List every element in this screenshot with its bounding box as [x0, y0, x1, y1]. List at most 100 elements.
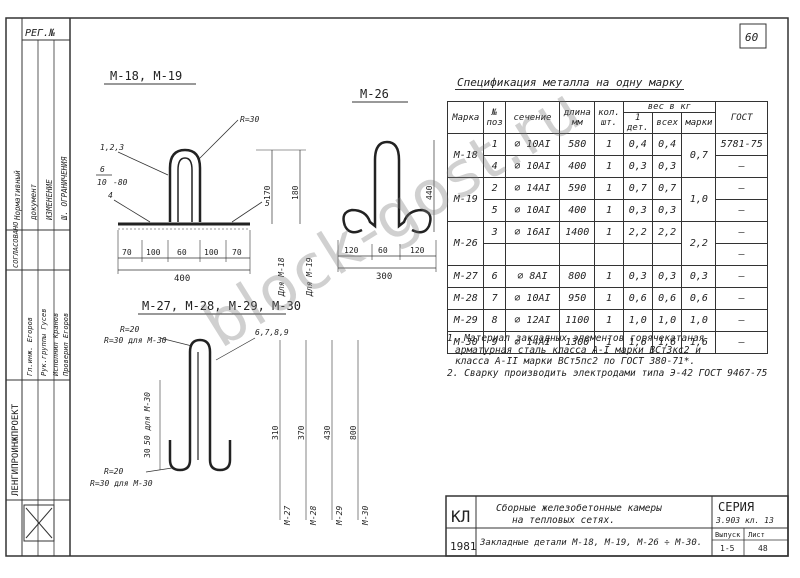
sheet-number: 60: [745, 31, 759, 44]
cell-v1: 1,0: [622, 309, 653, 332]
cell-gost: —: [715, 331, 768, 354]
m26-bar: [342, 140, 432, 234]
dim-440: 440: [425, 185, 434, 200]
dim-m26-3: 120: [410, 246, 425, 255]
cell-v1: 0,3: [622, 155, 653, 178]
tb-vypusk-label: Выпуск: [715, 531, 741, 539]
dim-400: 400: [174, 274, 190, 284]
mark-6789: 6,7,8,9: [255, 328, 289, 337]
tb-title-2: на тепловых сетях.: [512, 515, 615, 526]
frac-den: 10: [97, 178, 107, 187]
dim-m26-2: 60: [378, 246, 388, 255]
dim-m18-4: 100: [204, 248, 219, 257]
cell-kol: 1: [594, 309, 624, 332]
cell-vall: 0,3: [651, 155, 683, 178]
cell-gost: 5781-75: [715, 133, 768, 156]
cell-gost: —: [715, 177, 768, 200]
cell-poz: 1: [483, 133, 506, 156]
cell-vall: 2,2: [651, 221, 683, 244]
notes: 1. Материал закладных элементов горячека…: [447, 333, 777, 379]
label-dlya-m19: Для М-19: [305, 257, 314, 297]
cell-poz: 9: [483, 331, 506, 354]
tb-list-value: 48: [758, 544, 768, 553]
outer-frame: [5, 17, 789, 557]
label-m26: М-26: [360, 87, 389, 101]
note-line-4: 2. Сварку производить электродами типа Э…: [447, 367, 768, 379]
r30-m30-top: R=30 для М-30: [104, 336, 167, 345]
cell-sech: [504, 243, 561, 266]
sidebar-label-3: ИЗМЕНЕНИЕ: [45, 179, 54, 221]
mark-5: 5: [265, 199, 270, 208]
th-marki: марки: [681, 112, 717, 134]
tb-list-label: Лист: [748, 531, 765, 539]
cell-vm: 1,6: [681, 331, 717, 354]
cell-poz: 8: [483, 309, 506, 332]
sidebar-label-4: Ш. ОГРАНИЧЕНИЯ: [60, 156, 69, 221]
cell-gost: —: [715, 243, 768, 266]
cell-vm: 1,0: [681, 309, 717, 332]
dim-180: 180: [291, 185, 300, 200]
th-odn: 1 дет.: [622, 112, 653, 134]
cell-vall: [651, 243, 683, 266]
cell-v1: 0,3: [622, 265, 653, 288]
m18-hairpin-bar: [168, 148, 202, 222]
note-line-1: 1. Материал закладных элементов горячека…: [447, 333, 705, 344]
cell-marka: М-30: [446, 331, 485, 354]
cell-gost: —: [715, 287, 768, 310]
cell-marka: М-29: [446, 309, 485, 332]
label-m27-m30: М-27, М-28, М-29, М-30: [142, 299, 301, 313]
staff-row-3: Исполнил Кранов: [52, 313, 60, 377]
frac-suffix: -80: [113, 178, 128, 187]
cell-len: 1100: [559, 309, 596, 332]
cell-kol: 1: [594, 221, 624, 244]
cell-vm: 0,7: [681, 133, 717, 178]
cell-len: 400: [559, 155, 596, 178]
cell-vall: 0,3: [651, 265, 683, 288]
spec-table: Марка № поз сечение длина мм кол. шт. ве…: [446, 101, 768, 354]
reg-label: РЕГ.№: [25, 28, 55, 39]
cell-marka: М-19: [446, 177, 485, 222]
cell-gost: —: [715, 155, 768, 178]
r20-top: R=20: [120, 325, 139, 334]
cell-gost: —: [715, 221, 768, 244]
cell-poz: 3: [483, 221, 506, 244]
cell-v1: [622, 243, 653, 266]
cell-sech: ⌀ 10АI: [504, 199, 561, 222]
dim-30: 30: [143, 448, 152, 458]
mark-m30: М-30: [361, 506, 370, 526]
label-dlya-m18: Для М-18: [277, 257, 286, 297]
cell-vall: 0,3: [651, 199, 683, 222]
cell-kol: 1: [594, 265, 624, 288]
cell-len: 950: [559, 287, 596, 310]
cell-len: 1300: [559, 331, 596, 354]
cell-sech: ⌀ 10АI: [504, 287, 561, 310]
th-sechenie: сечение: [504, 101, 561, 134]
dim-m18-5: 70: [232, 248, 242, 257]
sheet-number-box: [739, 23, 767, 49]
org-emblem: [23, 504, 55, 542]
dim-800: 800: [349, 425, 358, 440]
th-ves: вес в кг: [622, 101, 717, 113]
staff-row-4: Проверил Егоров: [62, 313, 70, 377]
cell-vall: 0,6: [651, 287, 683, 310]
cell-vm: 0,3: [681, 265, 717, 288]
cell-v1: 0,3: [622, 199, 653, 222]
th-vseh: всех: [651, 112, 683, 134]
sidebar-agreed: СОГЛАСОВАНО: [12, 222, 20, 268]
tb-title-1: Сборные железобетонные камеры: [496, 503, 662, 514]
mark-123: 1,2,3: [100, 143, 124, 152]
cell-poz: 5: [483, 199, 506, 222]
m27-bar: [188, 338, 232, 472]
cell-marka: М-26: [446, 221, 485, 266]
tb-vypusk-value: 1-5: [720, 544, 735, 553]
r30-m30-bot: R=30 для М-30: [90, 479, 153, 488]
mark-m29: М-29: [335, 506, 344, 526]
